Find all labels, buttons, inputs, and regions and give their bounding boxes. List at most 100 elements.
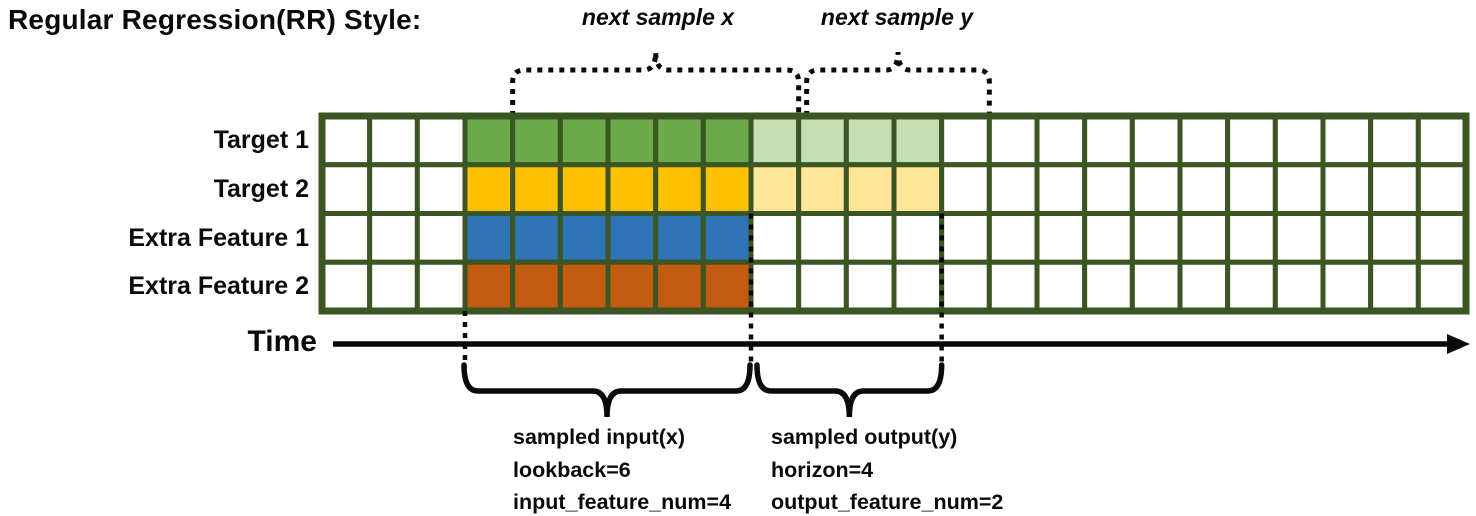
- grid-cell: [939, 162, 992, 216]
- grid-cell: [843, 162, 897, 216]
- grid-cell: [1082, 162, 1135, 216]
- sampled-output-title: sampled output(y): [771, 425, 958, 449]
- grid-cell: [843, 259, 897, 314]
- grid-cell: [1415, 259, 1469, 314]
- grid-cell: [367, 211, 420, 265]
- sampled-input-annotation: sampled input(x) lookback=6 input_featur…: [513, 421, 731, 516]
- grid-cell: [1129, 113, 1183, 168]
- grid-cell: [319, 211, 373, 265]
- grid-cell: [1225, 211, 1278, 265]
- grid-cell: [843, 211, 897, 265]
- output-feature-num: output_feature_num=2: [771, 490, 1004, 514]
- grid-cell: [1177, 162, 1231, 216]
- grid-cell: [748, 259, 802, 314]
- grid-cell: [367, 259, 420, 314]
- next-sample-x-label: next sample x: [581, 4, 735, 30]
- grid-cell: [462, 113, 516, 168]
- grid-cell: [1082, 259, 1135, 314]
- grid-cell: [986, 259, 1040, 314]
- grid-cell: [1225, 162, 1278, 216]
- grid-cell: [1034, 162, 1088, 216]
- grid-cell: [748, 113, 802, 168]
- grid-cell: [653, 211, 706, 265]
- grid-cell: [891, 162, 945, 216]
- grid-cell: [462, 211, 516, 265]
- grid-cell: [700, 162, 754, 216]
- next-sample-y-brace: [804, 51, 992, 116]
- grid-cell: [939, 113, 992, 168]
- grid-cell: [1368, 211, 1421, 265]
- grid-cell: [319, 113, 373, 168]
- grid-cell: [1129, 162, 1183, 216]
- grid-cell: [700, 113, 754, 168]
- grid-cell: [1129, 259, 1183, 314]
- diagram-title: Regular Regression(RR) Style:: [8, 4, 422, 35]
- grid-cell: [986, 162, 1040, 216]
- grid-cell: [605, 259, 659, 314]
- grid-cell: [891, 259, 945, 314]
- sampled-input-title: sampled input(x): [513, 425, 686, 449]
- grid-cell: [510, 211, 563, 265]
- input-feature-num: input_feature_num=4: [513, 490, 732, 514]
- grid-cell: [367, 113, 420, 168]
- next-sample-braces: [510, 51, 992, 116]
- grid-cell: [319, 259, 373, 314]
- grid-cell: [1034, 259, 1088, 314]
- timeline-grid: [318, 112, 1470, 315]
- grid-cell: [986, 211, 1040, 265]
- grid-cell: [653, 259, 706, 314]
- sampled-output-annotation: sampled output(y) horizon=4 output_featu…: [771, 421, 1003, 516]
- grid-cell: [1034, 113, 1088, 168]
- grid-cell: [414, 259, 468, 314]
- grid-cell: [510, 259, 563, 314]
- row-label-extra-feature-1: Extra Feature 1: [128, 223, 309, 252]
- grid-cell: [367, 162, 420, 216]
- sampled-input-brace: [461, 362, 753, 418]
- grid-cell: [1082, 113, 1135, 168]
- grid-cell: [748, 211, 802, 265]
- row-label-target-1: Target 1: [213, 126, 309, 154]
- sample-braces: [461, 362, 945, 418]
- grid-cell: [414, 211, 468, 265]
- grid-cell: [796, 113, 849, 168]
- time-axis-arrow: [333, 334, 1470, 354]
- grid-cell: [1177, 211, 1231, 265]
- lookback-value: lookback=6: [513, 457, 631, 482]
- grid-cell: [939, 259, 992, 314]
- grid-cell: [414, 162, 468, 216]
- grid-cell: [605, 211, 659, 265]
- grid-cell: [1368, 113, 1421, 168]
- grid-cell: [1225, 113, 1278, 168]
- grid-cell: [1415, 113, 1469, 168]
- grid-cell: [462, 162, 516, 216]
- grid-cell: [1272, 113, 1326, 168]
- horizon-value: horizon=4: [771, 457, 874, 482]
- grid-cell: [1320, 113, 1374, 168]
- grid-cell: [1129, 211, 1183, 265]
- grid-outer-border: [318, 112, 1470, 315]
- grid-cell: [653, 113, 706, 168]
- grid-cell: [510, 162, 563, 216]
- grid-cell: [319, 162, 373, 216]
- grid-cell: [605, 113, 659, 168]
- grid-cell: [1177, 113, 1231, 168]
- grid-cell: [557, 259, 611, 314]
- grid-cell: [986, 113, 1040, 168]
- sampled-output-brace: [754, 362, 945, 418]
- grid-cell: [1272, 259, 1326, 314]
- grid-cell: [1320, 211, 1374, 265]
- row-label-extra-feature-2: Extra Feature 2: [128, 272, 309, 301]
- grid-cell: [1320, 259, 1374, 314]
- grid-cell: [891, 211, 945, 265]
- next-sample-x-brace: [510, 51, 802, 116]
- grid-cell: [796, 211, 849, 265]
- grid-cell: [1415, 162, 1469, 216]
- time-axis-arrowhead: [1447, 334, 1470, 354]
- grid-cell: [653, 162, 706, 216]
- grid-cell: [700, 211, 754, 265]
- grid-cell: [414, 113, 468, 168]
- grid-cell: [748, 162, 802, 216]
- grid-cell: [1415, 211, 1469, 265]
